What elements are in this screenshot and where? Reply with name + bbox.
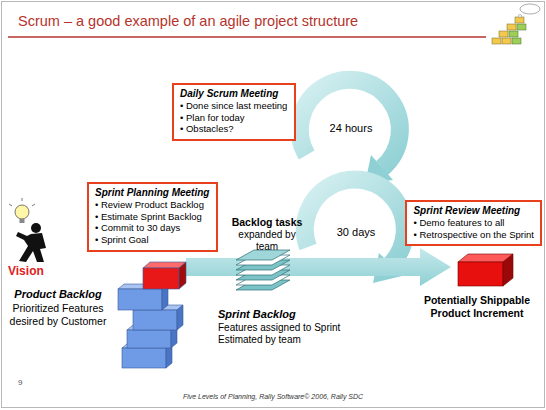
vision-figure xyxy=(9,198,46,262)
box-heading: Sprint Planning Meeting xyxy=(95,187,210,199)
staircase-icon xyxy=(492,4,540,44)
backlog-heading: Product Backlog xyxy=(4,288,112,301)
slide-title: Scrum – a good example of an agile proje… xyxy=(18,13,358,30)
bullet-item: • Done since last meeting xyxy=(180,100,288,112)
daily-loop-arrow xyxy=(300,80,400,184)
sprint-backlog-stack xyxy=(236,250,290,290)
box-heading: Daily Scrum Meeting xyxy=(180,88,288,100)
title-rule xyxy=(8,36,486,38)
vision-label: Vision xyxy=(8,264,68,278)
bullet-item: • Commit to 30 days xyxy=(95,222,210,234)
backlog-caption: Features assigned to Sprint Estimated by… xyxy=(218,322,348,346)
cycle-duration: 24 hours xyxy=(325,122,377,135)
increment-caption: Potentially Shippable Product Increment xyxy=(414,294,540,319)
bullet-item: • Review Product Backlog xyxy=(95,199,210,211)
sprint-planning-box: Sprint Planning Meeting• Review Product … xyxy=(87,182,218,252)
flow-arrow xyxy=(186,248,451,286)
box-heading: Sprint Review Meeting xyxy=(413,205,534,217)
bullet-item: • Retrospective on the Sprint xyxy=(413,229,534,241)
daily-scrum-box: Daily Scrum Meeting• Done since last mee… xyxy=(172,83,296,141)
footer-credit: Five Levels of Planning, Rally Software©… xyxy=(123,393,423,401)
product-increment-block xyxy=(458,254,513,286)
bullet-item: • Demo features to all xyxy=(413,217,534,229)
backlog-heading: Sprint Backlog xyxy=(218,308,338,321)
bullet-item: • Sprint Goal xyxy=(95,234,210,246)
backlog-caption: Prioritized Features desired by Customer xyxy=(4,302,112,327)
stack-heading: Backlog tasks xyxy=(222,216,312,229)
stack-caption: expanded by team xyxy=(232,229,302,253)
page-number: 9 xyxy=(18,378,38,388)
bullet-item: • Plan for today xyxy=(180,112,288,124)
product-backlog-blocks xyxy=(118,262,186,368)
bullet-item: • Obstacles? xyxy=(180,123,288,135)
cycle-duration: 30 days xyxy=(333,226,379,239)
bullet-item: • Estimate Sprint Backlog xyxy=(95,211,210,223)
sprint-review-box: Sprint Review Meeting• Demo features to … xyxy=(405,200,542,246)
